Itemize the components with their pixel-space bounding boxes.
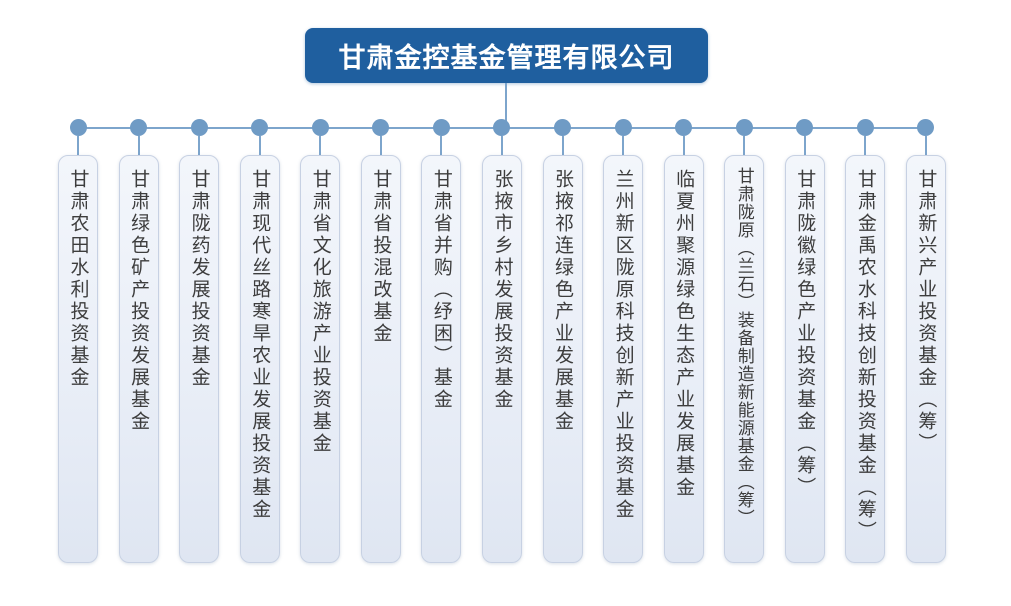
fund-box: 甘肃现代丝路寒旱农业发展投资基金 bbox=[239, 155, 280, 563]
fund-box: 甘肃农田水利投资基金 bbox=[58, 155, 98, 563]
connector-dot bbox=[856, 119, 874, 136]
fund-label: 甘肃陇徽绿色产业投资基金（筹） bbox=[794, 169, 816, 499]
org-branch: 张掖市乡村发展投资基金 bbox=[481, 119, 522, 563]
branch-connector-line bbox=[77, 136, 79, 155]
fund-label: 兰州新区陇原科技创新产业投资基金 bbox=[612, 169, 634, 521]
fund-label: 甘肃现代丝路寒旱农业发展投资基金 bbox=[249, 169, 271, 521]
branch-connector-line bbox=[803, 136, 806, 155]
branch-connector-line bbox=[864, 136, 867, 155]
branch-row: 甘肃农田水利投资基金 甘肃绿色矿产投资发展基金 甘肃陇药发展投资基金 甘肃现代丝… bbox=[58, 119, 946, 563]
org-branch: 甘肃金禹农水科技创新投资基金（筹） bbox=[845, 119, 886, 563]
branch-connector-line bbox=[258, 136, 261, 155]
org-branch: 甘肃省投混改基金 bbox=[360, 119, 401, 563]
branch-connector-line bbox=[500, 136, 503, 155]
branch-connector-line bbox=[924, 136, 927, 155]
fund-label: 甘肃省并购（纾困）基金 bbox=[430, 169, 452, 411]
fund-label: 甘肃省投混改基金 bbox=[370, 169, 392, 345]
fund-label: 张掖市乡村发展投资基金 bbox=[491, 169, 513, 411]
root-node-title: 甘肃金控基金管理有限公司 bbox=[338, 43, 675, 73]
fund-label: 甘肃省文化旅游产业投资基金 bbox=[309, 169, 331, 455]
branch-connector-line bbox=[561, 136, 564, 155]
connector-dot bbox=[372, 119, 390, 136]
fund-label: 甘肃农田水利投资基金 bbox=[67, 169, 89, 389]
connector-dot bbox=[796, 119, 814, 136]
root-node: 甘肃金控基金管理有限公司 bbox=[305, 28, 708, 83]
connector-dot bbox=[675, 119, 693, 136]
fund-box: 甘肃陇徽绿色产业投资基金（筹） bbox=[784, 155, 825, 563]
branch-connector-line bbox=[743, 136, 746, 155]
fund-label: 甘肃金禹农水科技创新投资基金（筹） bbox=[854, 169, 876, 543]
connector-dot bbox=[614, 119, 632, 136]
fund-label: 甘肃绿色矿产投资发展基金 bbox=[128, 169, 150, 433]
fund-box: 甘肃省文化旅游产业投资基金 bbox=[300, 155, 341, 563]
fund-box: 甘肃省并购（纾困）基金 bbox=[421, 155, 462, 563]
org-branch: 甘肃省文化旅游产业投资基金 bbox=[300, 119, 341, 563]
org-branch: 兰州新区陇原科技创新产业投资基金 bbox=[603, 119, 644, 563]
org-branch: 甘肃省并购（纾困）基金 bbox=[421, 119, 462, 563]
fund-box: 临夏州聚源绿色生态产业发展基金 bbox=[663, 155, 704, 563]
connector-dot bbox=[251, 119, 269, 136]
fund-box: 兰州新区陇原科技创新产业投资基金 bbox=[603, 155, 644, 563]
fund-box: 甘肃省投混改基金 bbox=[360, 155, 401, 563]
org-branch: 甘肃陇原（兰石）装备制造新能源基金（筹） bbox=[724, 119, 765, 563]
branch-connector-line bbox=[198, 136, 201, 155]
org-branch: 甘肃陇徽绿色产业投资基金（筹） bbox=[784, 119, 825, 563]
connector-dot bbox=[190, 119, 208, 136]
fund-label: 甘肃陇药发展投资基金 bbox=[188, 169, 210, 389]
fund-label: 临夏州聚源绿色生态产业发展基金 bbox=[673, 169, 695, 499]
branch-connector-line bbox=[622, 136, 625, 155]
fund-box: 甘肃绿色矿产投资发展基金 bbox=[118, 155, 159, 563]
fund-label: 甘肃新兴产业投资基金（筹） bbox=[915, 169, 937, 455]
branch-connector-line bbox=[379, 136, 382, 155]
fund-box: 张掖祁连绿色产业发展基金 bbox=[542, 155, 583, 563]
connector-dot bbox=[69, 119, 87, 136]
connector-dot bbox=[432, 119, 450, 136]
fund-box: 甘肃新兴产业投资基金（筹） bbox=[905, 155, 946, 563]
connector-dot bbox=[493, 119, 511, 136]
org-branch: 甘肃农田水利投资基金 bbox=[58, 119, 98, 563]
fund-box: 甘肃陇药发展投资基金 bbox=[179, 155, 220, 563]
trunk-connector-line bbox=[505, 83, 507, 128]
org-branch: 临夏州聚源绿色生态产业发展基金 bbox=[663, 119, 704, 563]
branch-connector-line bbox=[440, 136, 443, 155]
org-branch: 张掖祁连绿色产业发展基金 bbox=[542, 119, 583, 563]
fund-label: 张掖祁连绿色产业发展基金 bbox=[552, 169, 573, 433]
org-branch: 甘肃新兴产业投资基金（筹） bbox=[905, 119, 946, 563]
org-branch: 甘肃绿色矿产投资发展基金 bbox=[118, 119, 159, 563]
fund-box: 张掖市乡村发展投资基金 bbox=[481, 155, 522, 563]
branch-connector-line bbox=[319, 136, 322, 155]
org-branch: 甘肃陇药发展投资基金 bbox=[179, 119, 220, 563]
connector-dot bbox=[554, 119, 571, 136]
fund-label: 甘肃陇原（兰石）装备制造新能源基金（筹） bbox=[734, 167, 754, 527]
connector-dot bbox=[311, 119, 329, 136]
connector-dot bbox=[917, 119, 935, 136]
branch-connector-line bbox=[682, 136, 685, 155]
branch-connector-line bbox=[137, 136, 140, 155]
connector-dot bbox=[735, 119, 753, 136]
fund-box: 甘肃陇原（兰石）装备制造新能源基金（筹） bbox=[724, 155, 765, 563]
org-branch: 甘肃现代丝路寒旱农业发展投资基金 bbox=[239, 119, 280, 563]
connector-dot bbox=[130, 119, 148, 136]
fund-box: 甘肃金禹农水科技创新投资基金（筹） bbox=[845, 155, 886, 563]
